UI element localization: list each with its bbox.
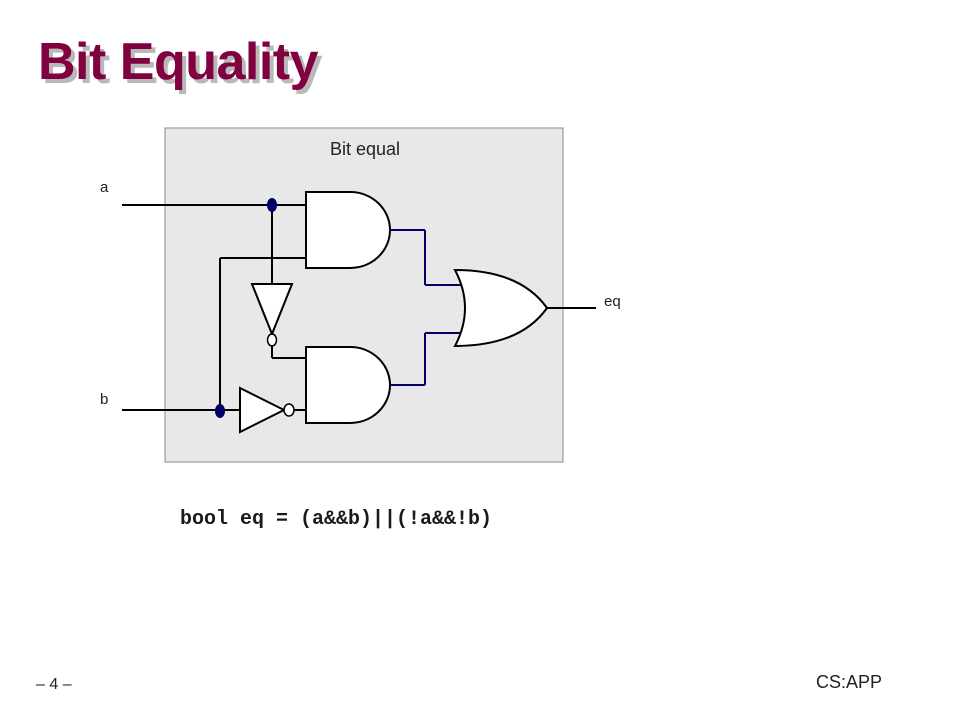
not-gate-a-bubble bbox=[266, 333, 278, 347]
blue-wires bbox=[390, 229, 462, 386]
boolean-expression: bool eq = (a&&b)||(!a&&!b) bbox=[180, 508, 493, 531]
page-number: – 4 – bbox=[36, 676, 72, 693]
not-gate-b-bubble bbox=[283, 403, 295, 417]
input-a-label: a bbox=[100, 179, 109, 196]
slide-title: Bit Equality bbox=[38, 33, 319, 91]
footer-brand: CS:APP bbox=[816, 672, 883, 692]
junction-dot-a bbox=[267, 198, 277, 212]
and-gate-bottom bbox=[305, 346, 391, 424]
output-eq-label: eq bbox=[604, 293, 621, 310]
not-gate-b bbox=[239, 386, 287, 434]
junction-dot-b bbox=[215, 404, 225, 418]
input-b-label: b bbox=[100, 391, 108, 408]
or-gate bbox=[453, 268, 549, 348]
not-gate-a bbox=[250, 283, 294, 337]
and-gate-top bbox=[305, 191, 391, 269]
bit-equal-label: Bit equal bbox=[330, 139, 400, 159]
